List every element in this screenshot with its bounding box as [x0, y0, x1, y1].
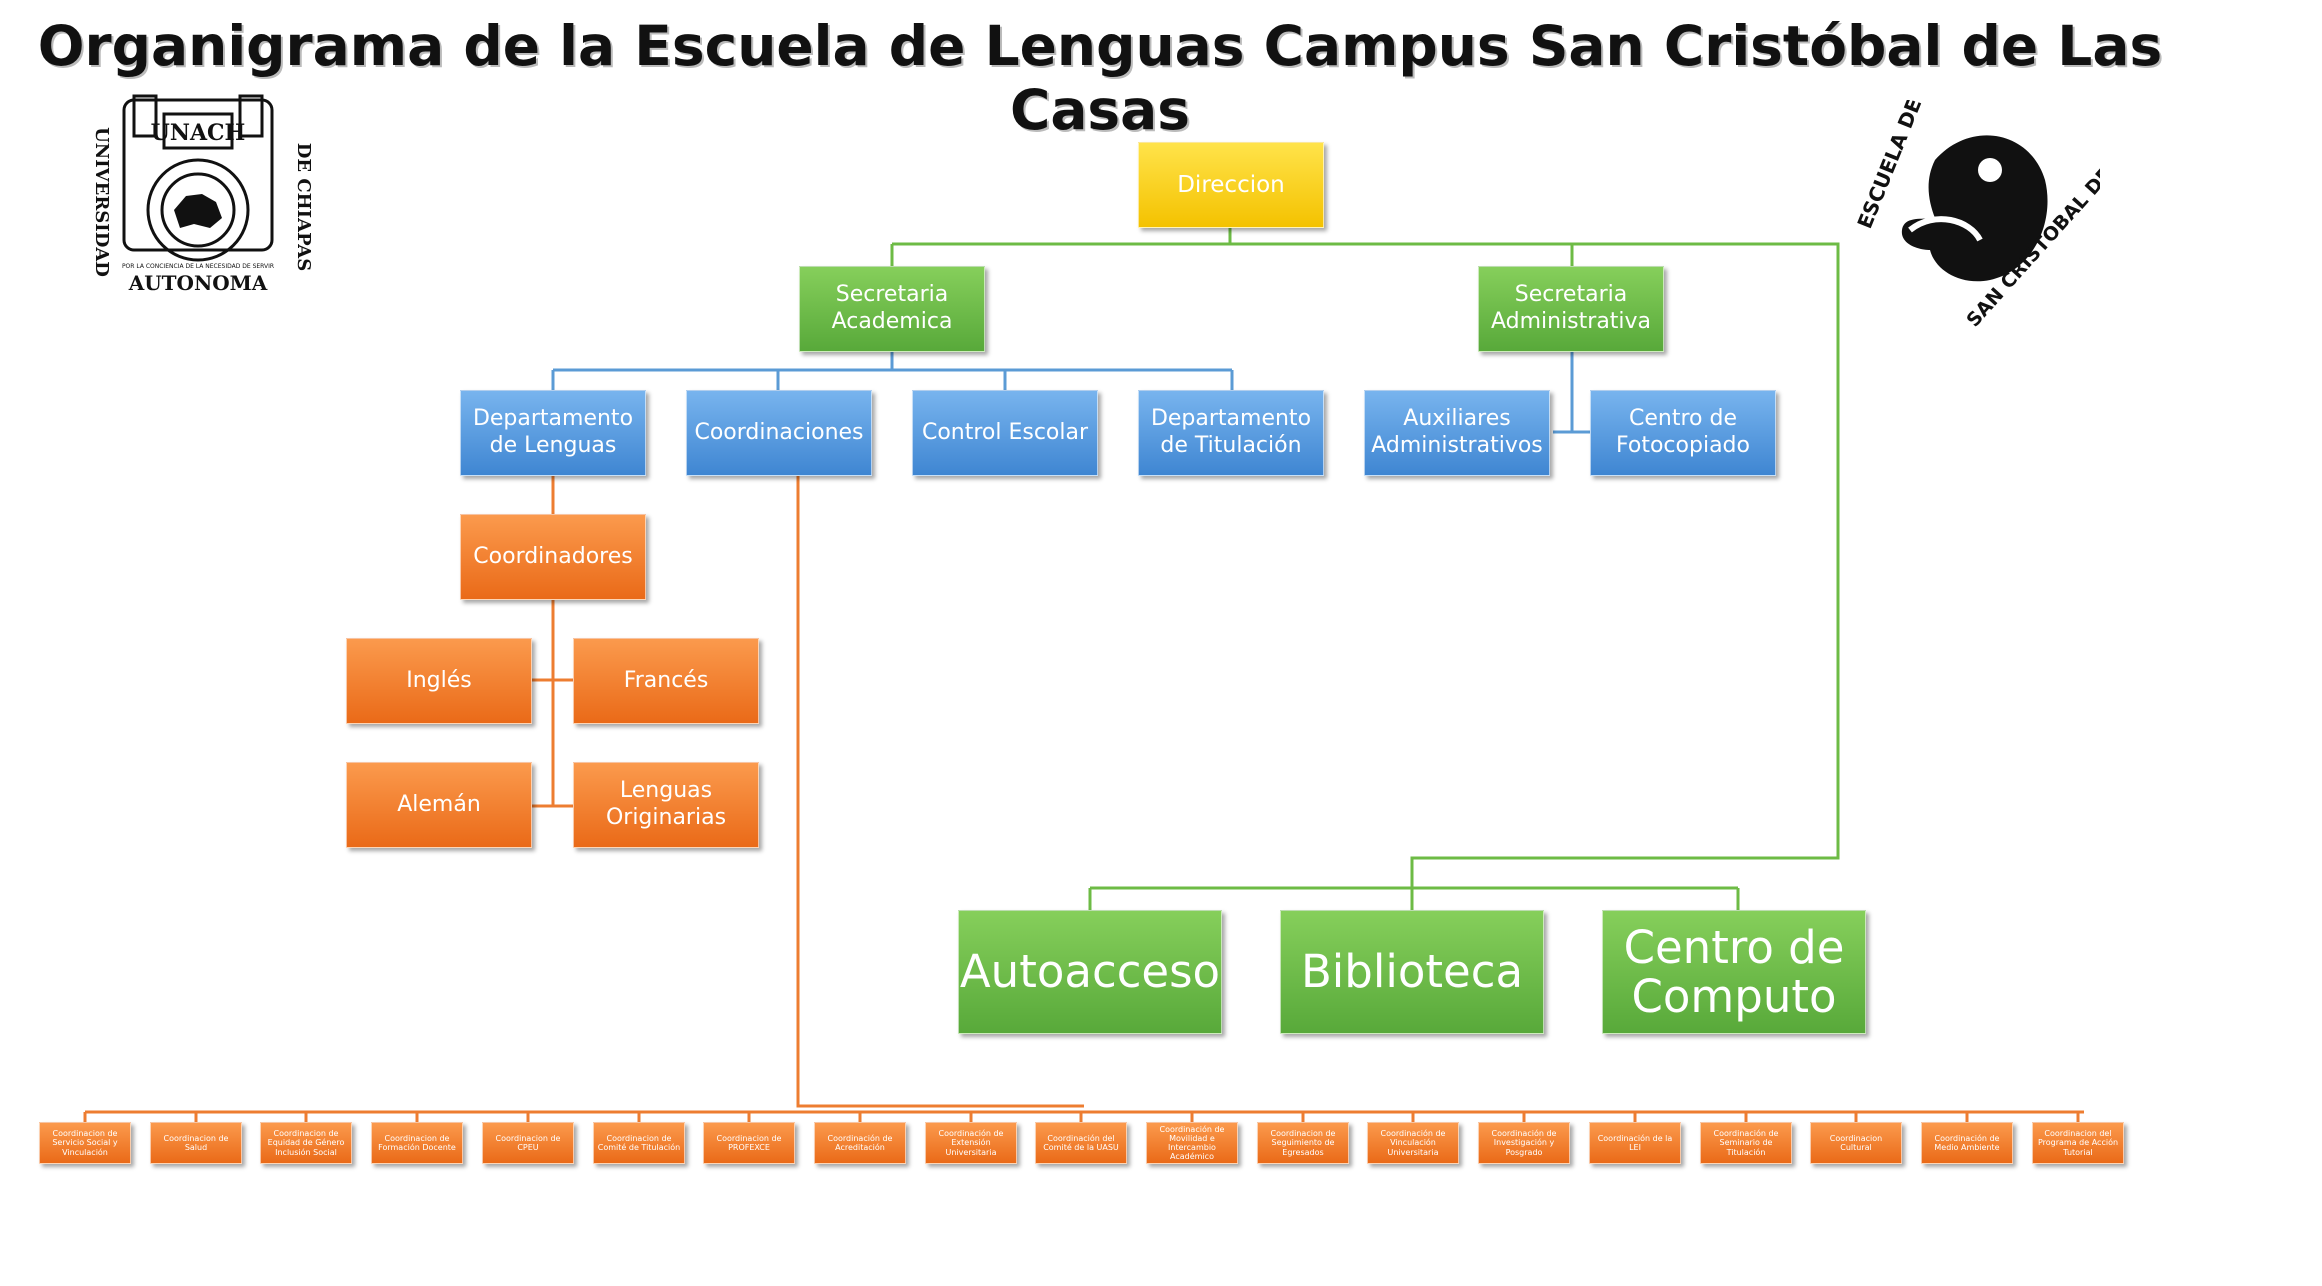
node-coordinacion-item: Coordinación de Seminario de Titulación — [1700, 1122, 1792, 1164]
unach-logo-left-text: UNIVERSIDAD — [91, 127, 112, 277]
node-fotocopiado: Centro de Fotocopiado — [1590, 390, 1776, 476]
node-autoacceso: Autoacceso — [958, 910, 1222, 1034]
node-coordinacion-item: Coordinación de Acreditación — [814, 1122, 906, 1164]
node-ingles: Inglés — [346, 638, 532, 724]
node-coordinacion-item: Coordinacion del Programa de Acción Tuto… — [2032, 1122, 2124, 1164]
node-secretaria-academica: Secretaria Academica — [799, 266, 985, 352]
node-lenguas-originarias: Lenguas Originarias — [573, 762, 759, 848]
node-departamento-titulacion: Departamento de Titulación — [1138, 390, 1324, 476]
page-title: Organigrama de la Escuela de Lenguas Cam… — [37, 14, 2163, 142]
node-coordinacion-item: Coordinación de Vinculación Universitari… — [1367, 1122, 1459, 1164]
node-biblioteca: Biblioteca — [1280, 910, 1544, 1034]
node-coordinacion-item: Coordinacion Cultural — [1810, 1122, 1902, 1164]
node-auxiliares: Auxiliares Administrativos — [1364, 390, 1550, 476]
node-coordinacion-item: Coordinacion de Equidad de Género Inclus… — [260, 1122, 352, 1164]
node-coordinacion-item: Coordinación de la LEI — [1589, 1122, 1681, 1164]
node-direccion: Direccion — [1138, 142, 1324, 228]
node-coordinadores: Coordinadores — [460, 514, 646, 600]
node-coordinacion-item: Coordinación del Comité de la UASU — [1035, 1122, 1127, 1164]
node-coordinacion-item: Coordinacion de Seguimiento de Egresados — [1257, 1122, 1349, 1164]
node-coordinacion-item: Coordinacion de Comité de Titulación — [593, 1122, 685, 1164]
node-coordinacion-item: Coordinación de Movilidad e Intercambio … — [1146, 1122, 1238, 1164]
unach-logo-top-text: UNACH — [151, 120, 246, 146]
node-secretaria-administrativa: Secretaria Administrativa — [1478, 266, 1664, 352]
unach-logo-ring-text: POR LA CONCIENCIA DE LA NECESIDAD DE SER… — [122, 263, 274, 270]
node-coordinacion-item: Coordinacion de Salud — [150, 1122, 242, 1164]
node-departamento-lenguas: Departamento de Lenguas — [460, 390, 646, 476]
node-coordinaciones: Coordinaciones — [686, 390, 872, 476]
node-coordinacion-item: Coordinacion de Formación Docente — [371, 1122, 463, 1164]
node-coordinacion-item: Coordinacion de Servicio Social y Vincul… — [39, 1122, 131, 1164]
node-control-escolar: Control Escolar — [912, 390, 1098, 476]
node-coordinacion-item: Coordinación de Extensión Universitaria — [925, 1122, 1017, 1164]
unach-logo-right-text: DE CHIAPAS — [293, 143, 312, 272]
unach-logo: UNACH UNIVERSIDAD DE CHIAPAS AUTONOMA PO… — [82, 92, 314, 302]
node-coordinacion-item: Coordinacion de PROFEXCE — [703, 1122, 795, 1164]
node-coordinacion-item: Coordinación de Investigación y Posgrado — [1478, 1122, 1570, 1164]
node-centro-computo: Centro de Computo — [1602, 910, 1866, 1034]
node-coordinacion-item: Coordinación de Medio Ambiente — [1921, 1122, 2013, 1164]
node-frances: Francés — [573, 638, 759, 724]
node-coordinacion-item: Coordinacion de CPEU — [482, 1122, 574, 1164]
node-aleman: Alemán — [346, 762, 532, 848]
unach-logo-bottom-text: AUTONOMA — [128, 271, 268, 295]
